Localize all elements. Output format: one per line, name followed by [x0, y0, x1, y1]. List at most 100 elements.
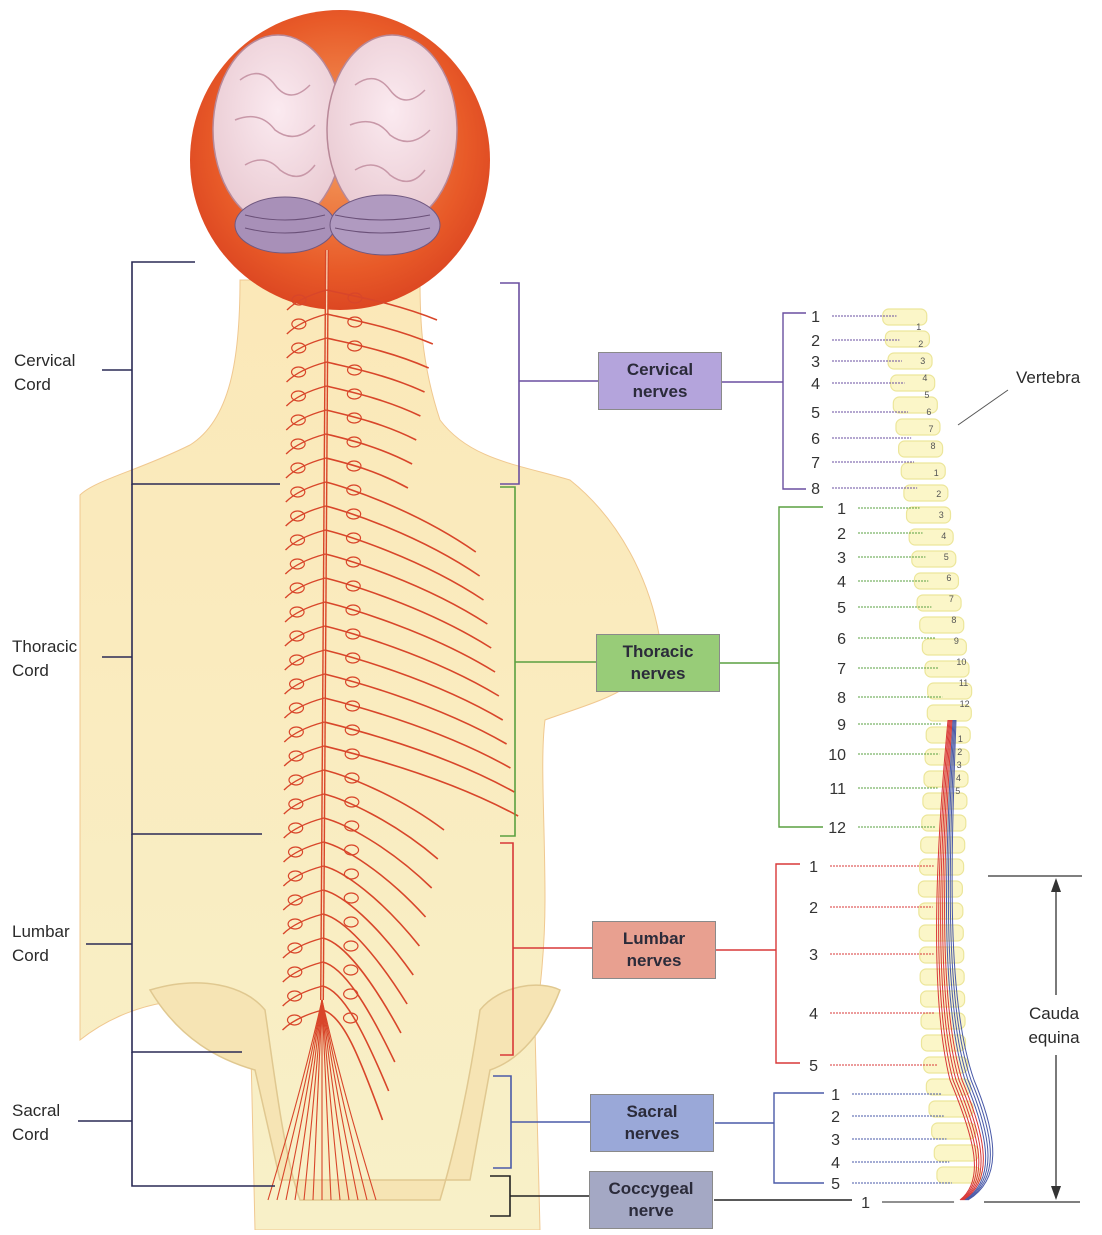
- vertebra: [899, 441, 943, 457]
- sacral-nerve-number: 1: [831, 1087, 840, 1104]
- cervical-nerve-number: 4: [811, 376, 820, 393]
- thoracic-nerve-number: 12: [828, 820, 846, 837]
- lumbar-nerve-number: 2: [809, 900, 818, 917]
- sacral-cord-label: Sacral Cord: [12, 1099, 60, 1147]
- lumbar-cord-label-line1: Lumbar: [12, 920, 70, 944]
- cauda-equina-label-line1: Cauda: [1025, 1002, 1083, 1026]
- cervical-nerves-box-line1: Cervical: [627, 359, 693, 381]
- sacral-nerve-number: 5: [831, 1176, 840, 1193]
- thoracic-vertebra-number: 11: [959, 678, 968, 688]
- brain-left-hemisphere: [213, 35, 343, 225]
- cervical-vertebra-number: 3: [920, 356, 925, 366]
- vertebra: [909, 529, 953, 545]
- thoracic-vertebra-number: 2: [936, 489, 941, 499]
- vertebra: [891, 375, 935, 391]
- thoracic-nerve-number: 5: [837, 600, 846, 617]
- lumbar-vertebra-number: 3: [957, 760, 962, 770]
- lumbar-cord-label: Lumbar Cord: [12, 920, 70, 968]
- cervical-nerve-number: 8: [811, 481, 820, 498]
- thoracic-vertebra-number: 7: [949, 594, 954, 604]
- coccygeal-nerve-box-line1: Coccygeal: [608, 1178, 693, 1200]
- thoracic-nerve-number: 6: [837, 631, 846, 648]
- thoracic-cord-label: Thoracic Cord: [12, 635, 77, 683]
- vertebra-label: Vertebra: [1016, 366, 1080, 390]
- thoracic-vertebra-number: 3: [939, 510, 944, 520]
- sacral-nerve-number: 4: [831, 1155, 840, 1172]
- cervical-nerve-number: 3: [811, 354, 820, 371]
- coccygeal-nerve-box-line2: nerve: [628, 1200, 673, 1222]
- thoracic-nerve-number: 10: [828, 747, 846, 764]
- coccygeal-nerve-box: Coccygeal nerve: [589, 1171, 713, 1229]
- thoracic-right-bracket: [720, 507, 823, 827]
- lumbar-nerves-box: Lumbar nerves: [592, 921, 716, 979]
- sacral-cord-label-line2: Cord: [12, 1123, 60, 1147]
- thoracic-nerves-box-line2: nerves: [631, 663, 686, 685]
- thoracic-nerves-box-line1: Thoracic: [623, 641, 694, 663]
- cervical-cord-label-line2: Cord: [14, 373, 75, 397]
- thoracic-nerve-number: 3: [837, 550, 846, 567]
- cervical-nerves-box: Cervical nerves: [598, 352, 722, 410]
- lumbar-nerve-number: 3: [809, 947, 818, 964]
- cerebellum-left: [235, 197, 335, 253]
- thoracic-vertebra-number: 5: [944, 552, 949, 562]
- sacral-nerve-number: 2: [831, 1109, 840, 1126]
- lumbar-group-bracket: [500, 843, 592, 1055]
- lumbar-cord-label-line2: Cord: [12, 944, 70, 968]
- lumbar-nerves-box-line2: nerves: [627, 950, 682, 972]
- cervical-vertebra-number: 2: [918, 339, 923, 349]
- lumbar-nerves-box-line1: Lumbar: [623, 928, 685, 950]
- cervical-nerve-number: 5: [811, 405, 820, 422]
- vertebra: [917, 595, 961, 611]
- cervical-group-bracket: [500, 283, 598, 484]
- sacral-cord-label-line1: Sacral: [12, 1099, 60, 1123]
- cervical-vertebra-number: 4: [922, 373, 927, 383]
- thoracic-nerve-number: 9: [837, 717, 846, 734]
- cervical-vertebra-number: 6: [926, 407, 931, 417]
- vertebra: [920, 617, 964, 633]
- vertebra: [932, 1123, 976, 1139]
- cervical-right-bracket: [722, 313, 806, 489]
- sacral-nerves-box-line1: Sacral: [626, 1101, 677, 1123]
- thoracic-nerve-number: 4: [837, 574, 846, 591]
- sacral-right-bracket: [715, 1093, 824, 1183]
- lumbar-nerve-number: 1: [809, 859, 818, 876]
- thoracic-nerve-number: 2: [837, 526, 846, 543]
- cervical-nerve-number: 1: [811, 309, 820, 326]
- cervical-nerve-number: 7: [811, 455, 820, 472]
- sacral-nerve-number: 3: [831, 1132, 840, 1149]
- cauda-equina-label: Cauda equina: [1025, 1002, 1083, 1050]
- thoracic-nerve-number: 8: [837, 690, 846, 707]
- cerebellum-right: [330, 195, 440, 255]
- cauda-equina-label-line2: equina: [1025, 1026, 1083, 1050]
- thoracic-nerve-number: 1: [837, 501, 846, 518]
- vertebra: [907, 507, 951, 523]
- thoracic-nerve-number: 11: [829, 781, 846, 798]
- sacral-nerves-box: Sacral nerves: [590, 1094, 714, 1152]
- thoracic-vertebra-number: 9: [954, 636, 959, 646]
- thoracic-vertebra-number: 6: [946, 573, 951, 583]
- thoracic-vertebra-number: 1: [934, 468, 939, 478]
- thoracic-vertebra-number: 10: [956, 657, 966, 667]
- cervical-vertebra-number: 8: [930, 441, 935, 451]
- cauda-equina-arrowhead-up: [1051, 878, 1061, 892]
- cervical-vertebra-number: 5: [924, 390, 929, 400]
- lumbar-nerve-number: 4: [809, 1006, 818, 1023]
- lumbar-nerve-number: 5: [809, 1058, 818, 1075]
- thoracic-cord-label-line2: Cord: [12, 659, 77, 683]
- cauda-equina-arrowhead-down: [1051, 1186, 1061, 1200]
- vertebra: [888, 353, 932, 369]
- lumbar-vertebra-number: 4: [956, 773, 961, 783]
- thoracic-vertebra-number: 8: [951, 615, 956, 625]
- cervical-cord-label: Cervical Cord: [14, 349, 75, 397]
- thoracic-vertebra-number: 12: [960, 699, 970, 709]
- thoracic-vertebra-number: 4: [941, 531, 946, 541]
- thoracic-nerve-number: 7: [837, 661, 846, 678]
- vertebra: [912, 551, 956, 567]
- lumbar-vertebra-number: 5: [955, 786, 960, 796]
- vertebra: [934, 1145, 978, 1161]
- cervical-cord-label-line1: Cervical: [14, 349, 75, 373]
- lumbar-right-bracket: [716, 864, 800, 1063]
